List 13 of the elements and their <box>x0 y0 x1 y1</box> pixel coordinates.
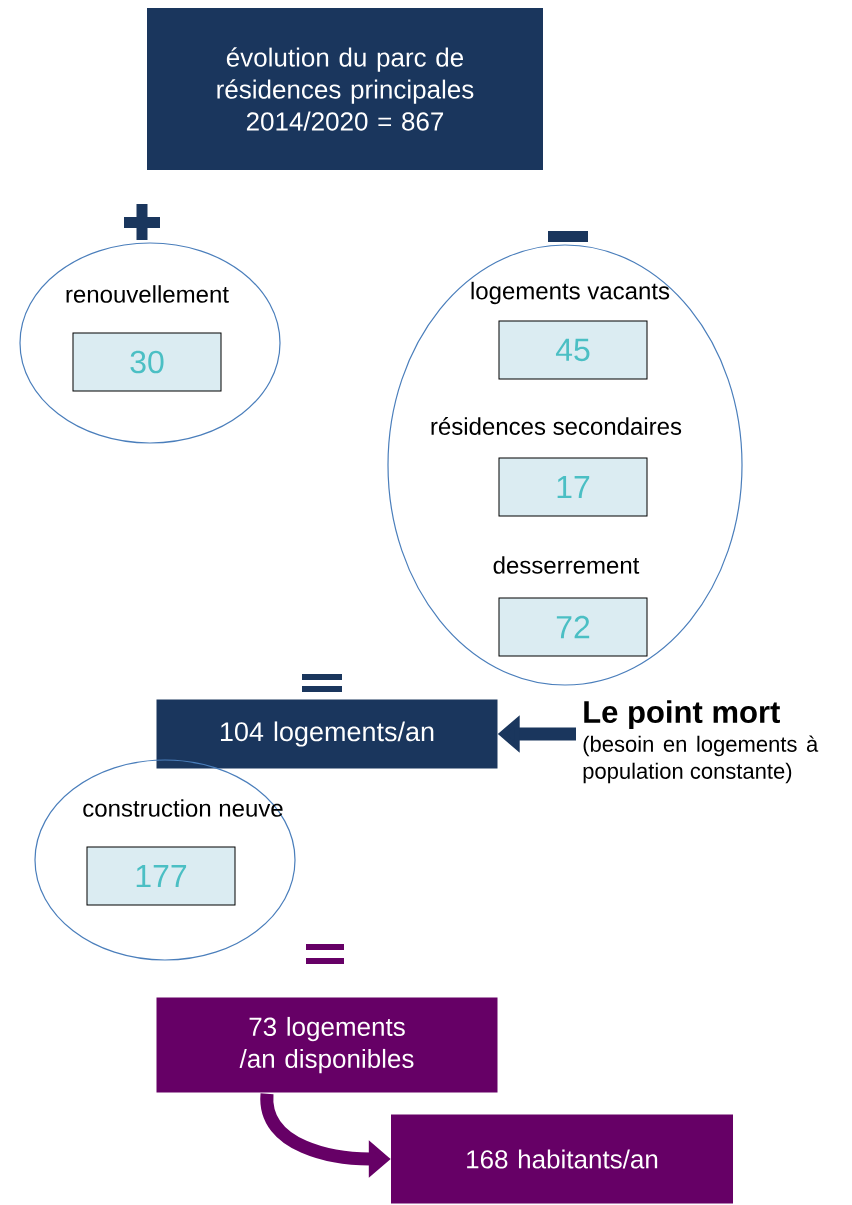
category-label: desserrement <box>493 556 640 574</box>
value-box: 72 <box>498 597 648 657</box>
value-box: 177 <box>86 846 236 906</box>
result-box: évolution du parc de résidences principales 2014/2020 = 867 <box>147 8 543 170</box>
value-box: 17 <box>498 457 648 517</box>
value-box: 30 <box>72 332 222 392</box>
annotation-text: Le point mort (besoin en logements à population constante) <box>583 700 819 784</box>
result-box: 168 habitants/an <box>391 1114 733 1204</box>
category-label: résidences secondaires <box>431 417 682 435</box>
category-label: logements vacants <box>471 281 670 305</box>
category-label: renouvellement <box>66 285 229 303</box>
result-box: 73 logements /an disponibles <box>156 997 498 1093</box>
value-box: 45 <box>498 320 648 380</box>
